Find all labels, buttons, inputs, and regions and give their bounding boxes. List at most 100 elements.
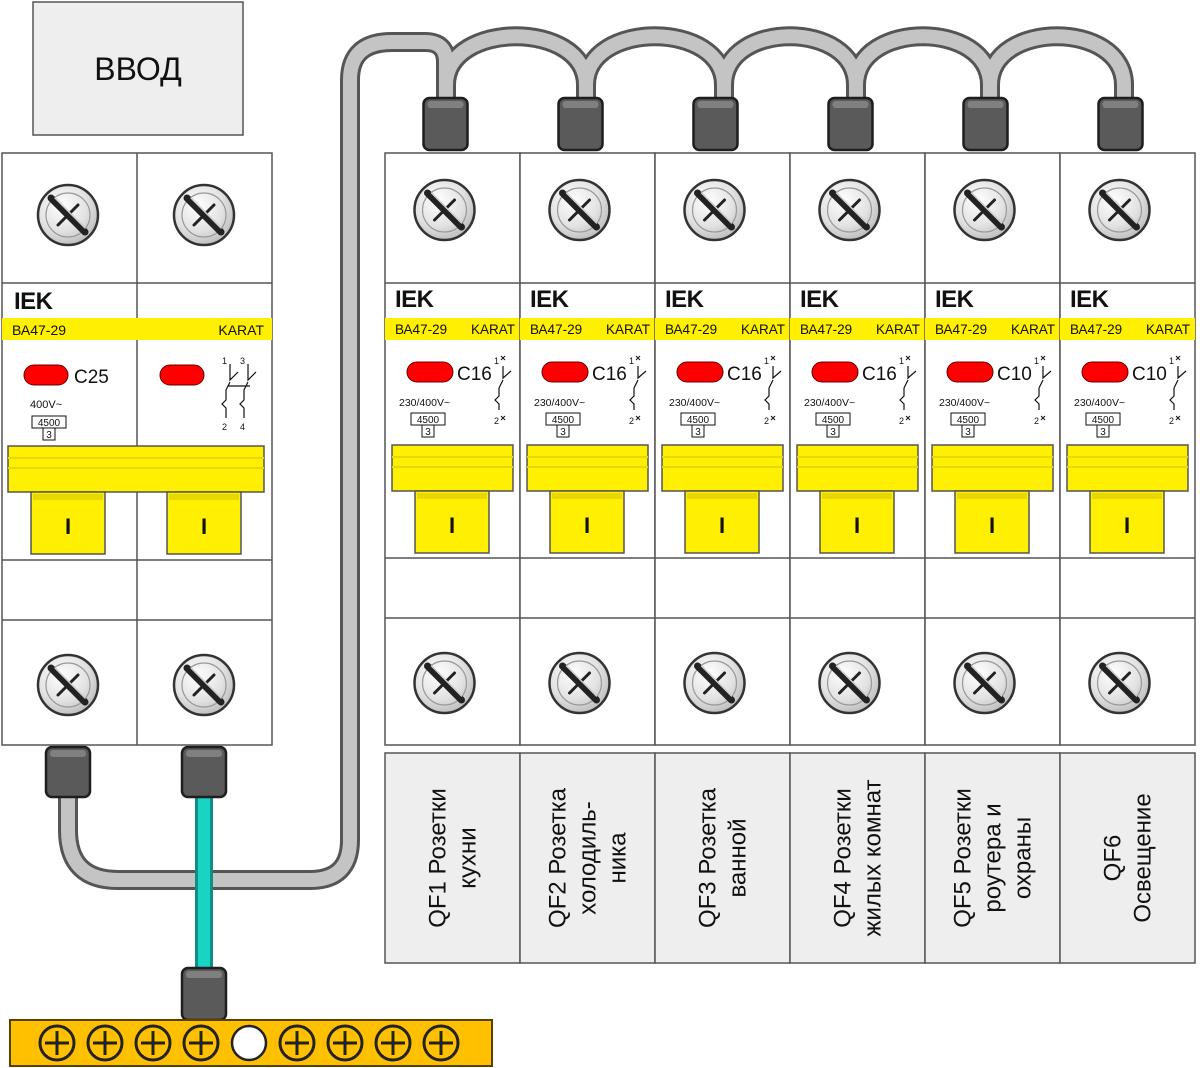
class-frame (42, 427, 56, 441)
screw-ring (826, 187, 873, 233)
breaker-symbol-path (629, 366, 647, 410)
rating-label: C10 (997, 364, 1032, 385)
breaker-toggle-handle: I (954, 490, 1030, 554)
rating-label: C16 (457, 364, 492, 385)
screw-slot (973, 671, 996, 695)
handle-shade (1092, 493, 1162, 499)
screw-slot-highlight (430, 665, 463, 697)
breaking-capacity: 4500 (38, 418, 61, 429)
ferrule-highlight (832, 101, 869, 108)
bus-screw-icon (182, 1024, 220, 1062)
screw-slot (56, 673, 80, 697)
wire-ferrule (692, 96, 739, 152)
ferrule-highlight (186, 750, 222, 757)
handle-shade (169, 494, 239, 500)
screw-slot (433, 198, 456, 222)
breaker-toggle-handle: I (414, 490, 490, 554)
iek-logo-icon: IEK (530, 286, 570, 313)
breaker-label-line: роутера и (980, 803, 1007, 912)
terminal-number: 1 (629, 356, 634, 366)
terminal-screw-icon (36, 183, 100, 247)
terminal-number: 1 (222, 356, 227, 366)
current-limiting-class: 3 (830, 427, 836, 438)
current-limiting-class: 3 (1100, 427, 1106, 438)
breaker-symbol-icon: 12 (1034, 355, 1052, 426)
iek-logo-icon: IEK (665, 286, 705, 313)
breaker-symbol-icon: 12 (1169, 355, 1187, 426)
terminal-number: 2 (1169, 416, 1174, 426)
breaker-label-line: QF3 Розетка (695, 787, 722, 928)
handle-shade (957, 493, 1027, 499)
terminal-screw-icon (953, 651, 1016, 715)
screw-slot-highlight (700, 665, 733, 697)
breaker-symbol-icon: 12 (494, 355, 512, 426)
wire-ferrule (422, 96, 469, 152)
screw-slot-highlight (970, 192, 1003, 224)
wire-ferrule (44, 745, 92, 799)
iek-logo-text: IEK (1070, 286, 1110, 313)
ferrule-body (180, 745, 228, 799)
series-label: ВА47-29 (395, 322, 447, 337)
screw-ring (556, 660, 603, 706)
grey-wire (58, 26, 1134, 890)
series-label: ВА47-29 (12, 322, 66, 338)
class-frame (961, 424, 975, 438)
yellow-series-band (925, 318, 1060, 340)
series-label: ВА47-29 (935, 322, 987, 337)
ferrule-highlight (50, 750, 86, 757)
handle-shade (822, 493, 892, 499)
iek-logo-icon: IEK (14, 288, 54, 315)
breaking-capacity: 4500 (552, 415, 575, 426)
breaker-label-line: QF4 Розетки (830, 788, 857, 928)
handle-mark: I (201, 514, 207, 539)
bus-screw-icon (278, 1024, 316, 1062)
current-limiting-class: 3 (965, 427, 971, 438)
bus-screw-icon (326, 1024, 364, 1062)
terminal-number: 4 (240, 422, 245, 432)
terminal-screw-icon (548, 651, 611, 715)
yellow-series-band (1060, 318, 1195, 340)
yellow-series-band (2, 318, 272, 340)
terminal-number: 2 (764, 416, 769, 426)
voltage-label: 400V~ (30, 399, 62, 411)
trip-indicator (946, 361, 994, 383)
terminal-arrow (1040, 415, 1046, 421)
terminal-screw-icon (683, 651, 746, 715)
label-cell-frame (384, 752, 521, 964)
breaking-capacity: 4500 (417, 415, 440, 426)
screw-slot (1108, 198, 1131, 222)
voltage-label: 230/400V~ (669, 397, 720, 409)
handle-mark: I (719, 513, 725, 538)
screw-slot-highlight (1105, 665, 1138, 697)
screw-slot-highlight (970, 665, 1003, 697)
line-label: KARAT (876, 322, 920, 337)
breaker-label-line: Освещение (1130, 793, 1157, 922)
ferrule-highlight (1102, 101, 1139, 108)
screw-ring (181, 192, 227, 238)
terminal-arrow (1175, 355, 1181, 361)
terminal-screw-icon (36, 653, 100, 717)
iek-logo-icon: IEK (395, 286, 435, 313)
series-label: ВА47-29 (665, 322, 717, 337)
breaker-label-line: QF5 Розетки (950, 788, 977, 928)
line-label: KARAT (218, 322, 264, 338)
current-limiting-class: 3 (695, 427, 701, 438)
yellow-series-band (655, 318, 790, 340)
trip-indicator (541, 361, 589, 383)
screw-slot (1108, 671, 1131, 695)
iek-logo-text: IEK (800, 286, 840, 313)
wire-ferrule (557, 96, 604, 152)
ferrule-body (557, 96, 604, 152)
